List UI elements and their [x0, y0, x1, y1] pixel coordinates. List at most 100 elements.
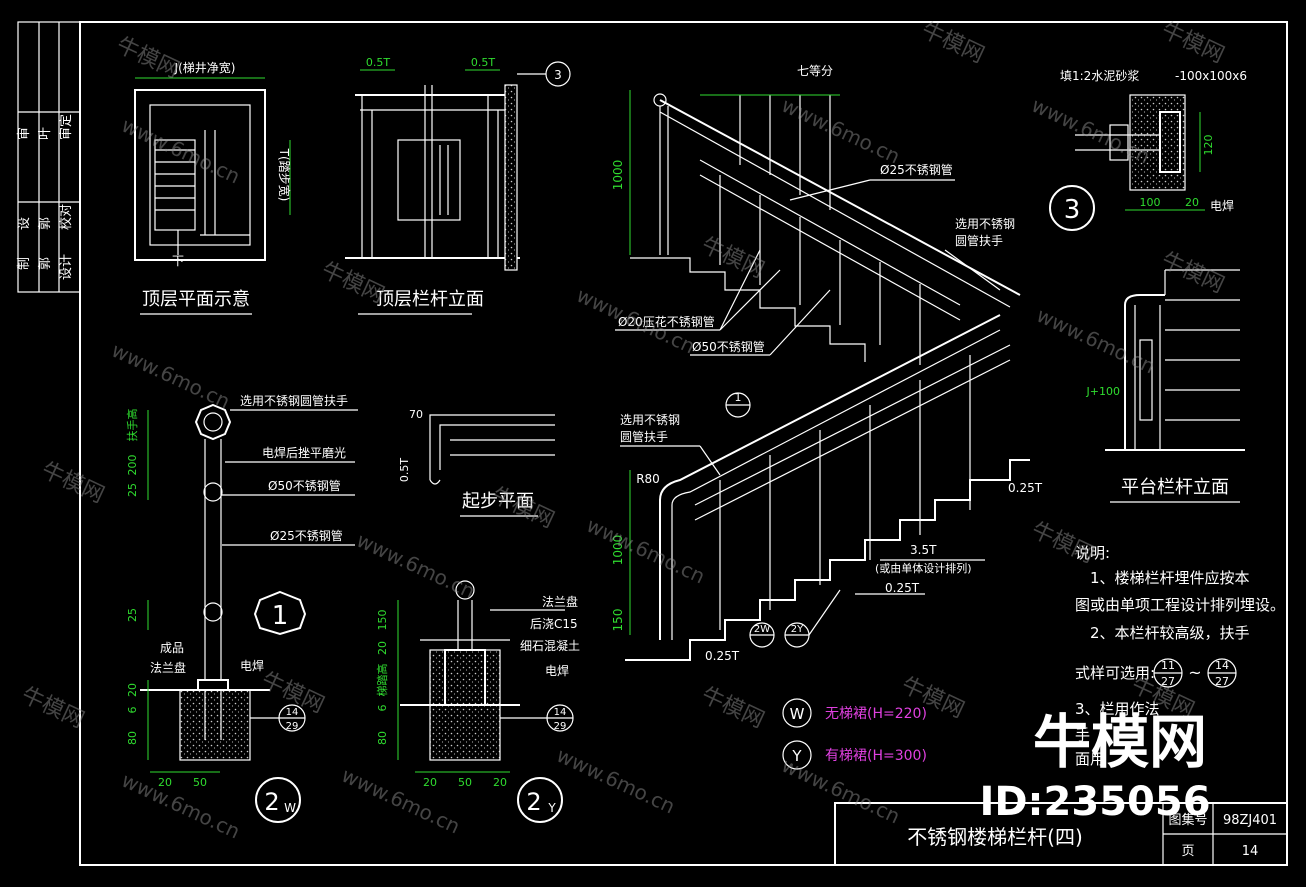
notes-2a: 2、本栏杆较高级，扶手 — [1090, 624, 1250, 642]
d2y-d5: 80 — [376, 731, 389, 745]
d2y-w3: 20 — [493, 776, 507, 789]
start-plan-d05: 0.5T — [398, 458, 411, 482]
start-plan: 70 0.5T 起步平面 — [398, 408, 555, 517]
wm-url-9: www.6mo.cn — [118, 768, 244, 844]
title-block-atlas: 98ZJ401 — [1223, 813, 1277, 828]
notes-ref1-top: 11 — [1161, 659, 1175, 672]
notes-ref2-bot: 27 — [1215, 675, 1229, 688]
d2y-l2: 后浇C15 — [530, 617, 578, 631]
side-cell-4: 叶 — [38, 127, 53, 140]
wm-cn-1: 牛模网 — [112, 33, 182, 84]
side-cell-7: 审定 — [59, 114, 74, 140]
side-cell-3: 制 — [17, 257, 32, 270]
detail3-fill: 填1:2水泥砂浆 — [1060, 68, 1139, 83]
d2w-w1: 20 — [158, 776, 172, 789]
wm-url-12: www.6mo.cn — [778, 753, 904, 829]
drawing-border — [79, 21, 1288, 866]
detail-2w: 成品 法兰盘 电焊 20 6 80 20 50 14 29 2 W — [126, 641, 306, 823]
notes-ref1-bot: 27 — [1161, 675, 1175, 688]
watermark-id: ID:235056 — [979, 779, 1210, 825]
side-signature-table: 审 设 制 叶 郭 郭 审定 校对 设计 — [17, 21, 81, 293]
detail3-plate: -100x100x6 — [1175, 69, 1247, 83]
side-cell-8: 校对 — [58, 204, 74, 230]
notes-1b: 图或由单项工程设计排列埋设。 — [1075, 596, 1285, 614]
platform-title: 平台栏杆立面 — [1121, 477, 1229, 498]
wm-cn-5: 牛模网 — [697, 233, 767, 284]
legend-w-text: 无梯裙(H=220) — [825, 706, 927, 722]
d2w-l3: 电焊 — [240, 658, 264, 673]
sec1-dim-200: 200 — [126, 455, 139, 476]
side-cell-9: 设计 — [59, 254, 74, 280]
start-plan-d70: 70 — [409, 408, 423, 421]
main-d35: 3.5T — [910, 543, 937, 557]
notes-3b: 手 — [1075, 726, 1090, 744]
top-plan-view: J(梯井净宽) T(踏步宽) 下 顶层平面示意 — [134, 60, 292, 315]
main-dim-seven: 七等分 — [797, 64, 833, 78]
d2w-ref-bot: 29 — [286, 721, 299, 732]
notes: 说明: 1、楼梯栏杆埋件应按本 图或由单项工程设计排列埋设。 2、本栏杆较高级，… — [1075, 544, 1285, 768]
main-handrail-2: 选用不锈钢 — [620, 413, 680, 427]
main-pipe50: Ø50不锈钢管 — [692, 339, 765, 354]
wm-cn-12: 牛模网 — [697, 683, 767, 734]
detail3-h: 120 — [1202, 135, 1215, 156]
detail3-num: 3 — [1064, 195, 1081, 225]
title-block-atlas-label: 图集号 — [1168, 812, 1207, 828]
wm-cn-10: 牛模网 — [17, 683, 87, 734]
side-cell-6: 郭 — [37, 257, 53, 270]
main-dim-h1: 1000 — [611, 160, 625, 191]
main-dim-h3: 150 — [611, 609, 625, 632]
main-sec1: 1 — [735, 391, 742, 404]
top-plan-down: 下 — [172, 254, 184, 268]
main-d025c: 0.25T — [705, 649, 740, 663]
watermark-brand-name: 牛模网 — [1033, 708, 1207, 776]
wm-cn-3: 牛模网 — [1157, 18, 1227, 69]
notes-tilde: ~ — [1188, 663, 1201, 682]
wm-cn-6: 牛模网 — [1157, 248, 1227, 299]
wm-url-7: www.6mo.cn — [353, 528, 479, 604]
d2y-ref-top: 14 — [554, 707, 567, 718]
wm-url-6: www.6mo.cn — [108, 338, 234, 414]
legend: W 无梯裙(H=220) Y 有梯裙(H=300) — [782, 698, 927, 770]
notes-ref2-top: 14 — [1215, 659, 1229, 672]
main-handrail-1b: 圆管扶手 — [955, 233, 1003, 248]
sec1-l3: Ø50不锈钢管 — [268, 478, 341, 493]
main-d025a: 0.25T — [1008, 481, 1043, 495]
wm-url-1: www.6mo.cn — [118, 113, 244, 189]
sec1-l1: 选用不锈钢圆管扶手 — [240, 393, 348, 408]
side-cell-2: 设 — [17, 217, 32, 230]
d2y-d4: 6 — [376, 705, 389, 712]
sec1-dim-25b: 25 — [126, 608, 139, 622]
legend-y-symbol: Y — [791, 747, 802, 765]
wm-url-8: www.6mo.cn — [583, 513, 709, 589]
top-railing-elevation: 0.5T 0.5T 3 顶层栏杆立面 — [345, 56, 571, 315]
top-elev-title: 顶层栏杆立面 — [376, 289, 484, 310]
side-cell-5: 郭 — [37, 217, 53, 230]
wm-cn-8: 牛模网 — [1027, 518, 1097, 569]
wm-cn-9: 牛模网 — [37, 458, 107, 509]
top-elev-ref: 3 — [554, 68, 562, 82]
title-block-title: 不锈钢楼梯栏杆(四) — [907, 825, 1083, 849]
main-sec2y: 2Y — [791, 624, 804, 635]
wm-cn-4: 牛模网 — [317, 258, 387, 309]
d2w-num: 2 — [264, 788, 279, 816]
platform-dim: J+100 — [1086, 385, 1120, 398]
notes-2b: 式样可选用: — [1075, 664, 1155, 682]
d2w-w2: 50 — [193, 776, 207, 789]
d2y-ref-bot: 29 — [554, 721, 567, 732]
d2w-d1: 20 — [126, 683, 139, 697]
sec1-num: 1 — [272, 601, 289, 631]
d2w-l2: 法兰盘 — [150, 660, 186, 675]
detail-2y: 法兰盘 后浇C15 细石混凝土 电焊 150 20 梯踏高 6 80 20 50… — [375, 580, 580, 823]
d2y-num: 2 — [526, 788, 541, 816]
d2y-d3: 梯踏高 — [375, 664, 389, 697]
sec1-l2: 电焊后挫平磨光 — [262, 445, 346, 460]
platform-elevation: J+100 平台栏杆立面 — [1086, 269, 1245, 503]
wm-cn-2: 牛模网 — [917, 18, 987, 69]
sec1-l4: Ø25不锈钢管 — [270, 528, 343, 543]
detail3-w2: 20 — [1185, 196, 1199, 209]
d2y-l3: 细石混凝土 — [520, 638, 580, 653]
main-handrail-1: 选用不锈钢 — [955, 217, 1015, 231]
main-dnote: (或由单体设计排列) — [875, 561, 972, 575]
top-elev-dim-1: 0.5T — [366, 56, 390, 69]
